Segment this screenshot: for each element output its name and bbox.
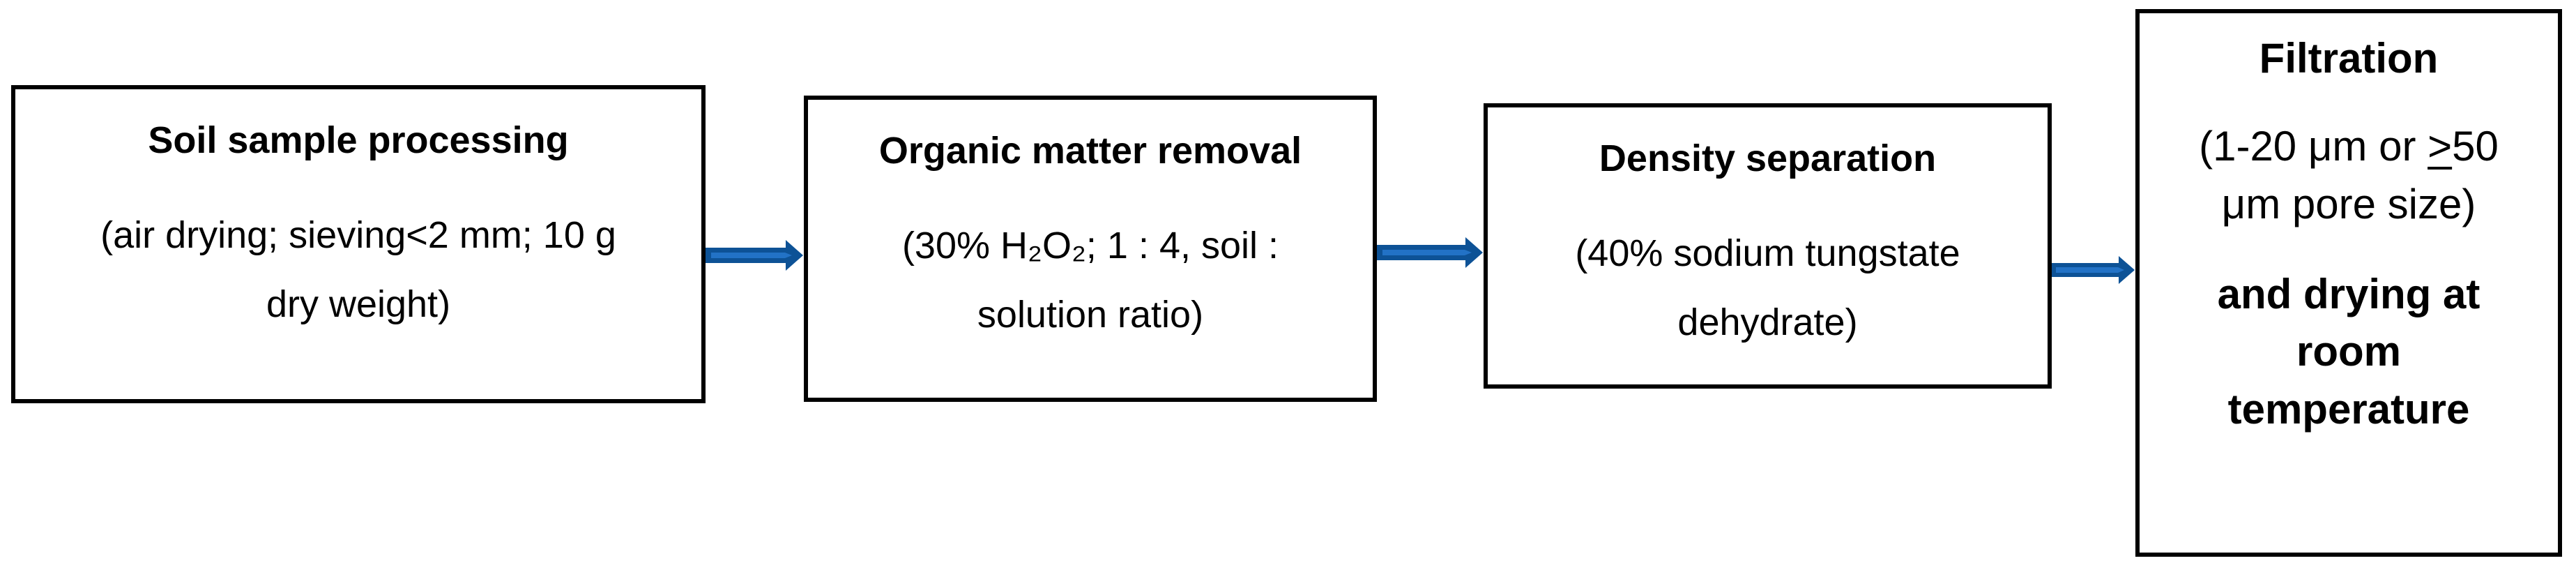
body-line: dry weight) (266, 283, 451, 326)
body-line: solution ratio) (977, 294, 1204, 336)
flow-box-density-separation: Density separation (40% sodium tungstate… (1484, 103, 2052, 389)
body-line: (40% sodium tungstate (1575, 232, 1960, 274)
footer-line: temperature (2227, 386, 2470, 433)
arrow-highlight (2056, 267, 2124, 273)
flow-arrow-3-right-icon (2052, 256, 2135, 284)
box-body-density-separation: (40% sodium tungstate dehydrate) (1575, 219, 1960, 359)
flow-box-organic-matter-removal: Organic matter removal (30% H₂O₂; 1 : 4,… (804, 96, 1377, 402)
box-body-organic-matter-removal: (30% H₂O₂; 1 : 4, soil : solution ratio) (902, 211, 1279, 351)
arrow-highlight (711, 253, 792, 258)
footer-line: room (2296, 328, 2401, 375)
flow-box-filtration: Filtration (1-20 μm or >50 μm pore size)… (2135, 9, 2562, 557)
box-body-filtration-pore-size: (1-20 μm or >50 μm pore size) (2199, 118, 2499, 234)
footer-line: and drying at (2217, 270, 2480, 317)
box-title-organic-matter-removal: Organic matter removal (878, 130, 1302, 172)
pore-size-suffix: 50 (2452, 123, 2499, 170)
box-body-soil-sample-processing: (air drying; sieving<2 mm; 10 g dry weig… (100, 201, 616, 340)
flow-box-soil-sample-processing: Soil sample processing (air drying; siev… (11, 85, 706, 403)
box-title-filtration: Filtration (2259, 35, 2439, 82)
body-line: (air drying; sieving<2 mm; 10 g (100, 213, 616, 256)
box-footer-drying-note: and drying at room temperature (2218, 266, 2480, 439)
greater-equal-symbol: > (2428, 123, 2453, 170)
flow-arrow-1-right-icon (706, 240, 803, 271)
box-title-density-separation: Density separation (1599, 137, 1937, 179)
pore-size-prefix: (1-20 μm or (2199, 123, 2428, 170)
body-line: dehydrate) (1677, 301, 1858, 344)
body-line: (30% H₂O₂; 1 : 4, soil : (901, 224, 1279, 267)
arrow-highlight (1382, 250, 1472, 255)
body-line: (1-20 μm or >50 (2199, 118, 2499, 176)
box-title-soil-sample-processing: Soil sample processing (148, 119, 569, 161)
flow-arrow-2-right-icon (1377, 237, 1483, 268)
body-line: μm pore size) (2221, 180, 2476, 227)
